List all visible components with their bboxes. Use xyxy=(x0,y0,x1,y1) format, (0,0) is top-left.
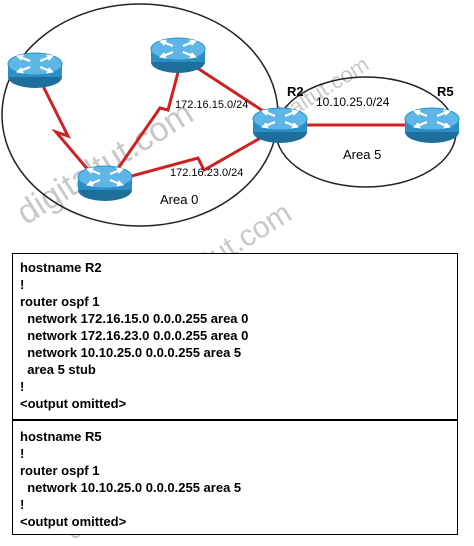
config-line: router ospf 1 xyxy=(20,294,100,309)
router-r5-label: R5 xyxy=(437,84,454,99)
config-line: <output omitted> xyxy=(20,514,127,529)
config-line: network 172.16.15.0 0.0.0.255 area 0 xyxy=(20,311,249,326)
area0-label: Area 0 xyxy=(160,192,198,207)
link-bottom-r2 xyxy=(109,126,279,184)
config-line: ! xyxy=(20,446,25,461)
r5-config-box: hostname R5 ! router ospf 1 network 10.1… xyxy=(12,420,458,535)
area0-boundary xyxy=(1,3,279,227)
router-icon xyxy=(76,164,134,203)
config-line: hostname R5 xyxy=(20,429,102,444)
link-label-r2-r5: 10.10.25.0/24 xyxy=(316,95,390,109)
area5-label: Area 5 xyxy=(343,147,381,162)
config-line: network 10.10.25.0 0.0.0.255 area 5 xyxy=(20,480,242,495)
network-diagram: R2 R5 172.16.15.0/24 172.16.23.0/24 10.1… xyxy=(1,3,461,227)
router-icon xyxy=(6,51,64,90)
r2-config-box: hostname R2 ! router ospf 1 network 172.… xyxy=(12,253,458,420)
router-r2-icon xyxy=(251,106,309,145)
config-line: ! xyxy=(20,497,25,512)
link-label-top: 172.16.15.0/24 xyxy=(175,99,248,111)
config-line: hostname R2 xyxy=(20,260,102,275)
link-top-bottom xyxy=(108,64,182,181)
router-r2-label: R2 xyxy=(287,84,304,99)
config-line: ! xyxy=(20,379,25,394)
link-label-bottom: 172.16.23.0/24 xyxy=(170,167,243,179)
config-line: network 172.16.23.0 0.0.0.255 area 0 xyxy=(20,328,249,343)
config-line: <output omitted> xyxy=(20,396,127,411)
router-icon xyxy=(149,36,207,75)
router-r5-icon xyxy=(403,106,461,145)
config-line: area 5 stub xyxy=(20,362,96,377)
config-line: router ospf 1 xyxy=(20,463,100,478)
config-line: network 10.10.25.0 0.0.0.255 area 5 xyxy=(20,345,242,360)
config-line: ! xyxy=(20,277,25,292)
link-left-bottom xyxy=(38,79,97,179)
